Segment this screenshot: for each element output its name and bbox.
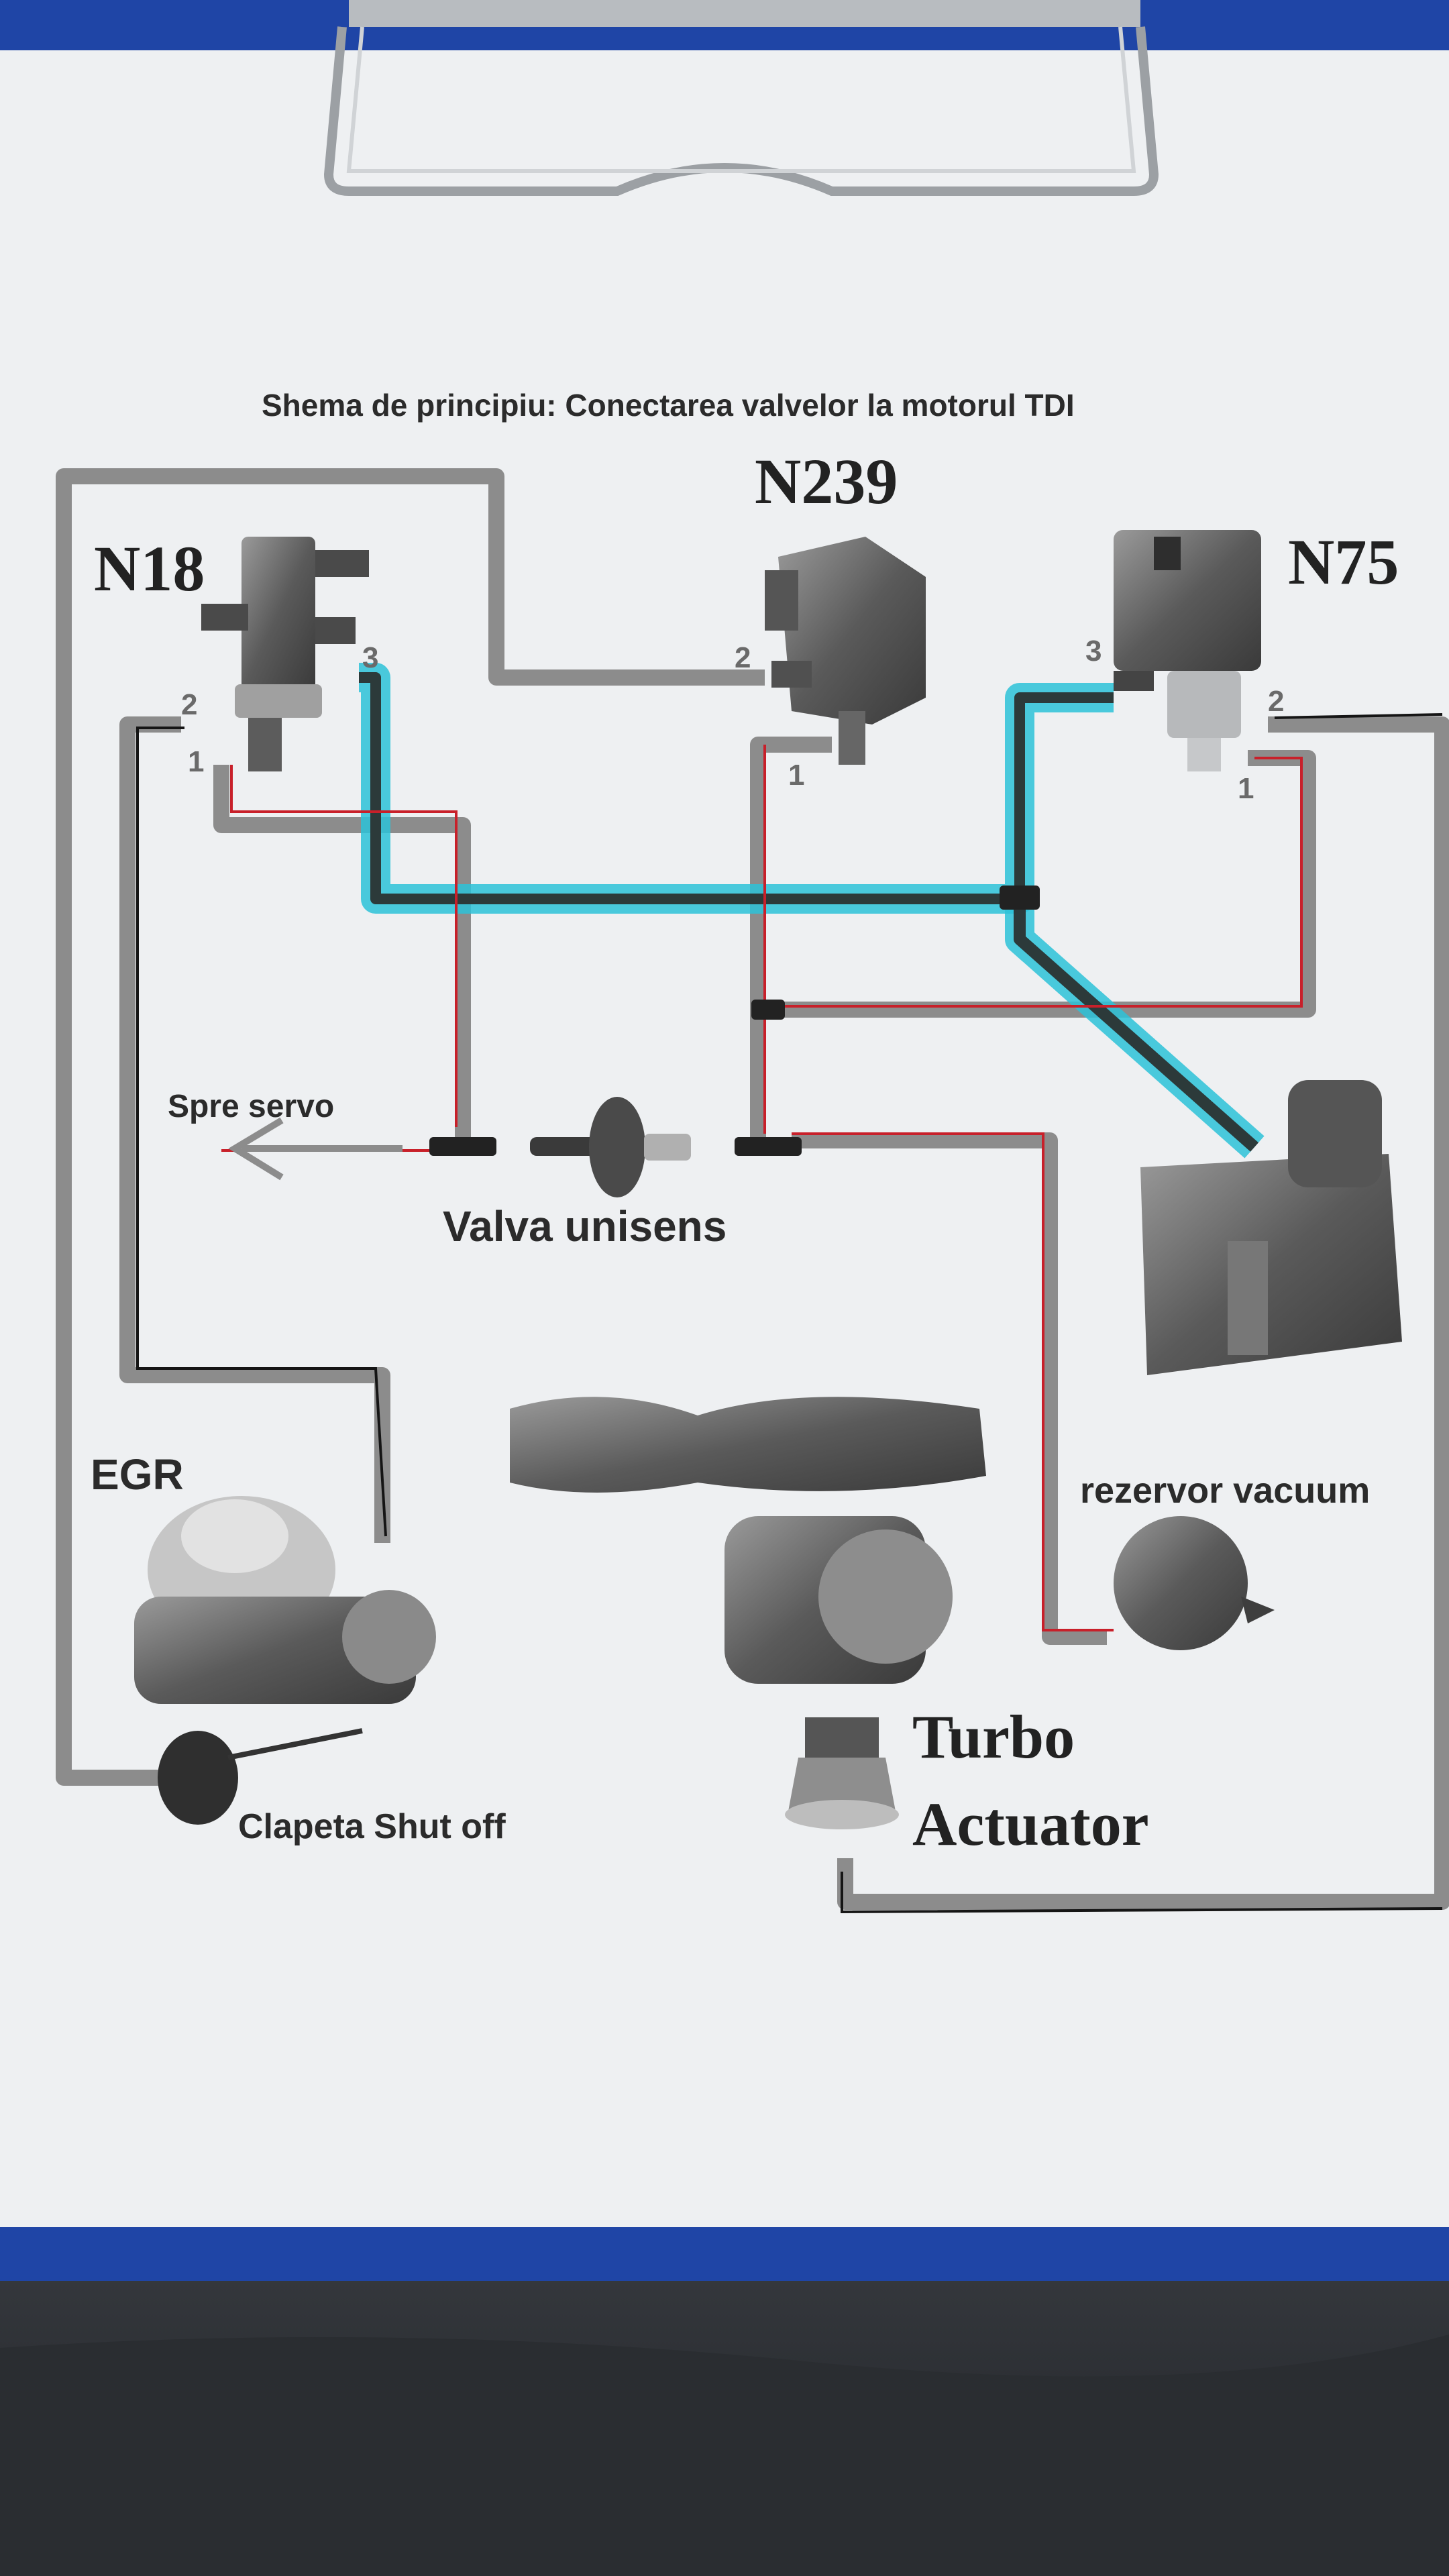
spre-servo-label: Spre servo — [168, 1089, 334, 1124]
n75-port-3: 3 — [1085, 635, 1102, 667]
hose-tees — [429, 885, 1040, 1156]
n239-valve — [765, 537, 926, 765]
rezervor-vacuum-label: rezervor vacuum — [1080, 1470, 1370, 1511]
n75-valve — [1114, 530, 1261, 771]
n75-label: N75 — [1288, 526, 1399, 598]
turbo-actuator-label-line2: Actuator — [912, 1790, 1149, 1858]
n18-port-2: 2 — [181, 688, 197, 721]
clapeta-shut-off — [158, 1728, 363, 1825]
n18-label: N18 — [94, 533, 205, 604]
n18-port-1: 1 — [188, 745, 204, 778]
red-marker-lines — [221, 745, 1303, 1631]
n75-port-1: 1 — [1238, 772, 1254, 805]
diagram-title: Shema de principiu: Conectarea valvelor … — [262, 388, 1075, 423]
clipboard-clip — [323, 0, 1159, 196]
servo-arrow-icon — [228, 1117, 402, 1181]
vacuum-reservoir — [1114, 1516, 1275, 1650]
egr-label: EGR — [91, 1450, 184, 1499]
paper-sheet — [0, 50, 1449, 2227]
hoses-highlighted — [359, 663, 1265, 1159]
n239-port-1: 1 — [788, 759, 804, 792]
turbo-actuator-label-line1: Turbo — [912, 1703, 1075, 1771]
n18-port-3: 3 — [362, 641, 378, 674]
n239-port-2: 2 — [735, 641, 751, 674]
egr-valve — [134, 1496, 436, 1704]
valva-unisens-label: Valva unisens — [443, 1202, 727, 1250]
hoses-gray — [56, 468, 1449, 1910]
n239-label: N239 — [755, 445, 898, 517]
floor-fabric — [0, 2334, 1449, 2576]
black-marker-lines — [136, 713, 1443, 1914]
n75-port-2: 2 — [1268, 685, 1284, 718]
n18-valve — [201, 537, 369, 771]
clapeta-shut-off-label: Clapeta Shut off — [238, 1807, 506, 1846]
turbo-manifold — [510, 1397, 986, 1829]
valva-unisens — [530, 1097, 691, 1197]
air-filter-box — [1140, 1080, 1402, 1375]
